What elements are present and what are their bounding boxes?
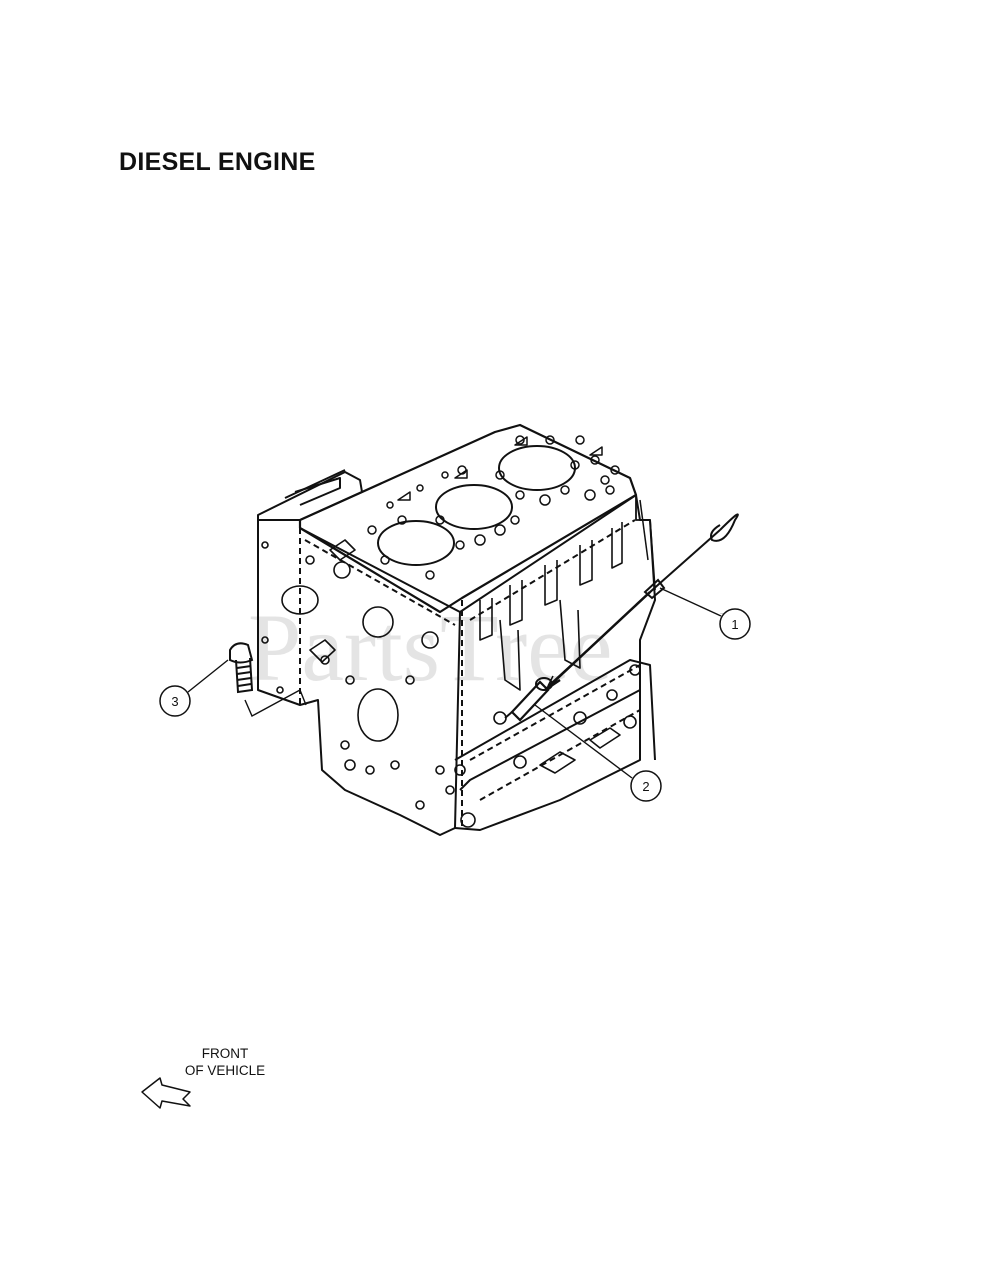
callout-2: 2 [630, 770, 662, 802]
callout-1: 1 [719, 608, 751, 640]
bolt-part [229, 642, 254, 694]
front-arrow-icon [141, 1077, 191, 1109]
dipstick-tube-part [504, 677, 553, 722]
callout-3: 3 [159, 685, 191, 717]
front-label-line1: FRONT [201, 1046, 249, 1061]
leader-lines [187, 587, 722, 779]
front-label-line2: OF VEHICLE [184, 1063, 266, 1078]
callout-2-number: 2 [642, 779, 649, 794]
front-of-vehicle-label: FRONT OF VEHICLE [165, 1045, 285, 1079]
callout-1-number: 1 [731, 617, 738, 632]
callout-3-number: 3 [171, 694, 178, 709]
page-title: DIESEL ENGINE [119, 148, 316, 176]
